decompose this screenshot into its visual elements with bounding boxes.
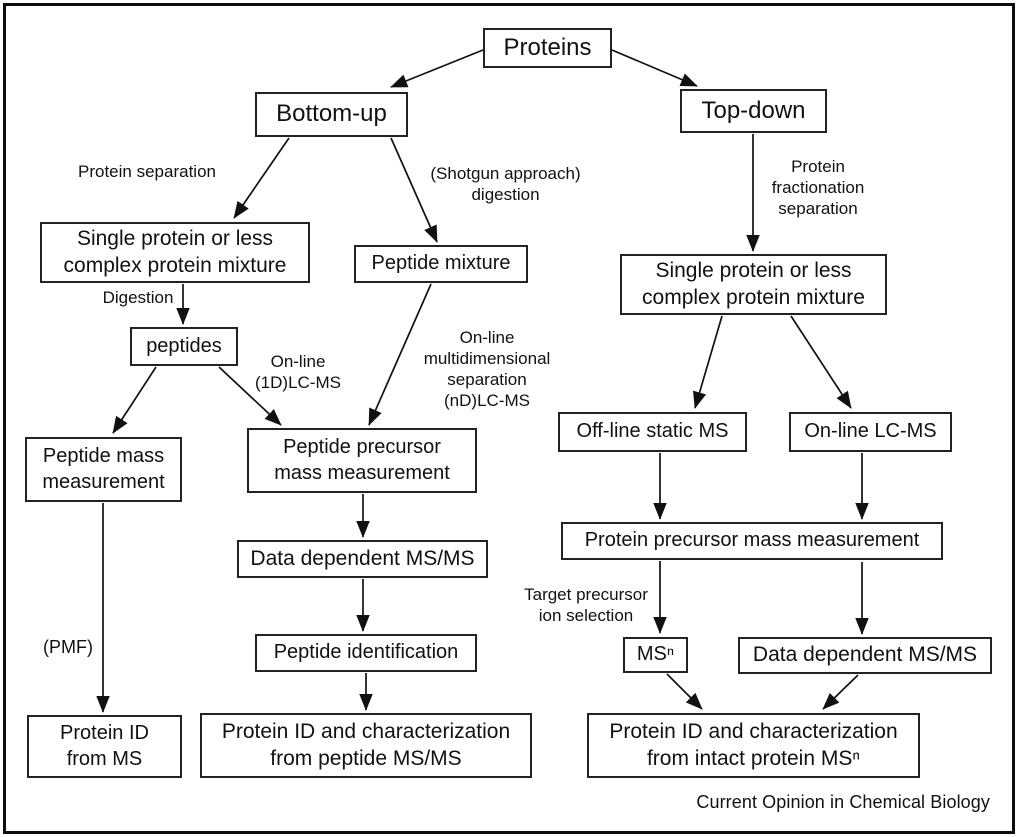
edge-label-target-precursor-ion-selection: Target precursor ion selection [524, 585, 648, 626]
arrow-peptidemixture-peptideprecursor [368, 283, 432, 426]
edge-label-digestion: Digestion [102, 288, 174, 307]
node-top-down: Top-down [680, 89, 827, 133]
node-data-dependent-msms-right: Data dependent MS/MS [738, 637, 992, 674]
arrow-peptides-peptidemass [112, 366, 157, 434]
edge-label-online-1d-lcms: On-line (1D)LC-MS [255, 352, 341, 393]
edge-label-protein-separation: Protein separation [78, 162, 216, 181]
arrow-datadependent-proteinidintact [822, 674, 859, 710]
arrow-msn-proteinidintact [666, 673, 703, 710]
arrow-proteins-topdown [611, 49, 698, 87]
edge-label-protein-fractionation: Protein fractionation separation [771, 157, 865, 219]
arrow-singleprotein-offline [693, 315, 723, 409]
node-peptide-precursor-mass-measurement: Peptide precursor mass measurement [247, 428, 477, 493]
node-proteins: Proteins [483, 28, 612, 68]
journal-credit: Current Opinion in Chemical Biology [696, 792, 990, 812]
node-protein-precursor-mass-measurement: Protein precursor mass measurement [561, 522, 943, 560]
node-protein-id-from-intact-protein: Protein ID and characterization from int… [587, 713, 920, 778]
arrow-proteins-bottomup [390, 49, 484, 88]
node-data-dependent-msms-mid: Data dependent MS/MS [237, 540, 488, 578]
node-msn: MSⁿ [623, 637, 688, 673]
node-peptide-identification: Peptide identification [255, 634, 477, 672]
node-protein-id-from-peptide-msms: Protein ID and characterization from pep… [200, 713, 532, 778]
node-single-protein-left: Single protein or less complex protein m… [40, 222, 310, 283]
edge-label-shotgun-digestion: (Shotgun approach) digestion [430, 164, 581, 205]
node-single-protein-right: Single protein or less complex protein m… [620, 254, 887, 315]
arrow-peptides-peptideprecursor [218, 366, 282, 426]
edge-label-online-nd-lcms: On-line multidimensional separation (nD)… [423, 328, 551, 411]
node-peptides: peptides [130, 327, 238, 366]
node-peptide-mass-measurement: Peptide mass measurement [25, 437, 182, 502]
node-protein-id-from-ms: Protein ID from MS [27, 715, 182, 778]
arrow-singleprotein-online [790, 315, 852, 409]
node-bottom-up: Bottom-up [255, 92, 408, 137]
arrow-bottomup-singleprotein [233, 137, 290, 219]
node-online-lcms: On-line LC-MS [789, 412, 952, 452]
arrow-bottomup-peptidemixture [390, 137, 438, 243]
edge-label-pmf: (PMF) [43, 637, 93, 657]
node-offline-static-ms: Off-line static MS [558, 412, 747, 452]
node-peptide-mixture: Peptide mixture [354, 245, 528, 283]
